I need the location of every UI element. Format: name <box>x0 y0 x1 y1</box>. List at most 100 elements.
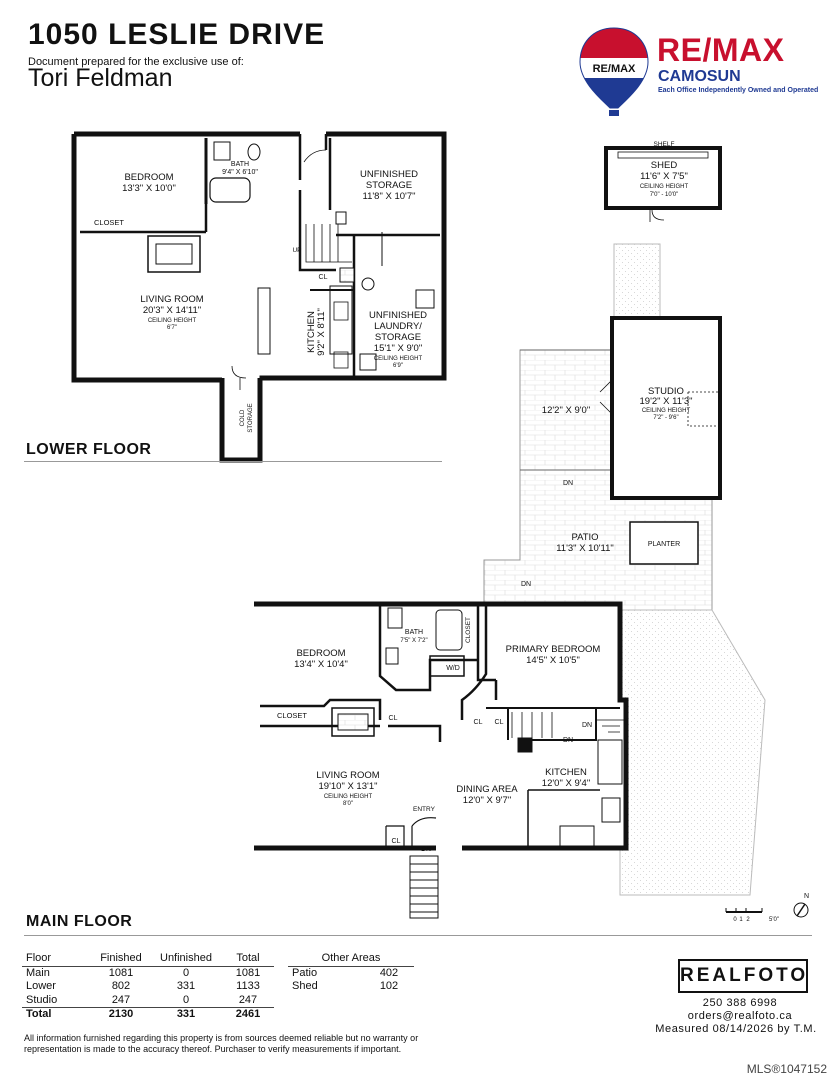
cell: Main <box>26 966 50 979</box>
lower-laundry-name-2: LAUNDRY/ <box>374 321 422 332</box>
main-cl-label-2: CL <box>474 719 483 726</box>
scale-tick-0: 0 <box>733 917 737 923</box>
cell: 1081 <box>235 966 261 979</box>
lower-floor-plan: BEDROOM 13'3" X 10'0" BATH 9'4" X 6'10" … <box>71 131 447 463</box>
yard-dn-label-2: DN <box>521 581 531 588</box>
table-row: Lower 802 331 1133 <box>22 980 274 994</box>
property-address: 1050 LESLIE DRIVE <box>28 18 326 51</box>
north-label: N <box>804 893 809 900</box>
floor-area-table: Floor Finished Unfinished Total Main 108… <box>22 952 274 1022</box>
deck-dims: 12'2" X 9'0" <box>542 405 590 416</box>
lower-bedroom-name: BEDROOM <box>124 172 173 183</box>
cell: 1081 <box>108 966 134 979</box>
main-bedroom-dims: 13'4" X 10'4" <box>294 659 348 670</box>
lower-living-dims: 20'3" X 14'11" <box>143 305 201 316</box>
cell: Shed <box>292 980 318 992</box>
prepared-for-note: Document prepared for the exclusive use … <box>28 56 244 68</box>
north-arrow-icon: N <box>793 893 809 918</box>
scale-tick-5: 5'0" <box>769 917 779 923</box>
remax-office-name: CAMOSUN <box>658 68 741 85</box>
realfoto-email[interactable]: orders@realfoto.ca <box>687 1010 793 1022</box>
dining-area-dims: 12'0" X 9'7" <box>463 795 511 806</box>
lower-kitchen-dims: 9'2" X 8'11" <box>316 308 327 356</box>
lower-floor-rule <box>24 461 442 462</box>
other-areas-header: Other Areas <box>288 952 414 967</box>
planter-label: PLANTER <box>648 541 680 548</box>
main-bath-dims: 7'5" X 7'2" <box>400 638 427 644</box>
main-kitchen-dims: 12'0" X 9'4" <box>542 778 590 789</box>
cell: Lower <box>26 980 56 992</box>
realfoto-phone: 250 388 6998 <box>702 997 778 1009</box>
col-header-finished: Finished <box>92 952 150 967</box>
main-cl-label-4: CL <box>392 838 401 845</box>
table-row: Patio 402 <box>288 966 414 980</box>
main-cl-label-1: CL <box>389 715 398 722</box>
main-living-ceiling: CEILING HEIGHT <box>324 794 373 800</box>
balloon-label: RE/MAX <box>593 63 636 75</box>
cell: 402 <box>379 966 399 979</box>
primary-bedroom-name: PRIMARY BEDROOM <box>506 644 601 655</box>
yard-plan: STUDIO 19'2" X 11'3" CEILING HEIGHT 7'2"… <box>483 243 766 896</box>
lower-closet-label: CLOSET <box>94 218 124 227</box>
lower-laundry-name-3: STORAGE <box>375 332 421 343</box>
cell: 2130 <box>92 1007 150 1022</box>
studio-dims: 19'2" X 11'3" <box>640 396 693 407</box>
shed-height: 7'0" - 10'0" <box>650 192 679 198</box>
cold-storage-label-1: COLD <box>240 409 246 426</box>
lower-bath-name: BATH <box>231 161 249 168</box>
lower-storage-name-1: UNFINISHED <box>360 169 418 180</box>
cell: 247 <box>111 993 131 1006</box>
col-header-floor: Floor <box>22 952 92 967</box>
lower-bath-dims: 9'4" X 6'10" <box>222 169 258 176</box>
disclaimer-text: All information furnished regarding this… <box>24 1033 419 1054</box>
shed-ceiling: CEILING HEIGHT <box>640 184 689 190</box>
main-closet-vertical: CLOSET <box>465 617 472 643</box>
measured-note: Measured 08/14/2026 by T.M. <box>655 1023 817 1035</box>
cell: 331 <box>176 980 196 992</box>
scale-bar: 0 1 2 5'0" <box>725 908 779 923</box>
studio-name: STUDIO <box>648 386 684 397</box>
table-row: Shed 102 <box>288 980 414 994</box>
primary-bedroom-dims: 14'5" X 10'5" <box>526 655 580 666</box>
shed-dims: 11'6" X 7'5" <box>640 171 688 182</box>
lower-living-name: LIVING ROOM <box>140 294 203 305</box>
lower-living-height: 6'7" <box>167 325 177 331</box>
lower-up-label: UP <box>292 247 301 254</box>
patio-name: PATIO <box>571 532 598 543</box>
cold-storage-label-2: STORAGE <box>248 403 254 432</box>
remax-tagline: Each Office Independently Owned and Oper… <box>658 87 819 94</box>
shed-name: SHED <box>651 160 678 171</box>
cell: 1133 <box>236 980 260 992</box>
lower-laundry-ceiling: CEILING HEIGHT <box>374 356 423 362</box>
cell: Total <box>22 1007 92 1022</box>
main-floor-label: MAIN FLOOR <box>26 913 133 930</box>
scale-tick-1: 1 <box>739 917 743 923</box>
col-header-total: Total <box>222 952 274 967</box>
yard-dn-label-1: DN <box>563 480 573 487</box>
cell: 802 <box>111 980 131 992</box>
shed-shelf-label: SHELF <box>654 141 675 148</box>
main-floor-plan: BEDROOM 13'4" X 10'4" BATH 7'5" X 7'2" C… <box>254 601 629 919</box>
main-cl-label-3: CL <box>495 719 504 726</box>
entry-label: ENTRY <box>413 806 436 813</box>
cell: Patio <box>292 966 318 979</box>
lower-laundry-name-1: UNFINISHED <box>369 310 427 321</box>
other-areas-table: Other Areas Patio 402 Shed 102 <box>288 952 414 994</box>
lower-storage-dims: 11'8" X 10'7" <box>363 191 416 202</box>
lower-laundry-height: 6'9" <box>393 363 403 369</box>
lower-living-ceiling: CEILING HEIGHT <box>148 318 197 324</box>
main-living-height: 8'0" <box>343 801 353 807</box>
lower-bedroom-dims: 13'3" X 10'0" <box>122 183 176 194</box>
main-closet-label: CLOSET <box>277 711 307 720</box>
studio-height: 7'2" - 9'6" <box>653 415 678 421</box>
col-header-unfinished: Unfinished <box>150 952 222 967</box>
cell: 0 <box>182 966 190 979</box>
main-bedroom-name: BEDROOM <box>296 648 345 659</box>
lower-cl-label: CL <box>319 274 328 281</box>
mls-number: MLS®1047152 <box>746 1062 827 1076</box>
cell: 0 <box>182 993 190 1006</box>
realfoto-logo: REALFOTO <box>678 959 808 993</box>
cell: 102 <box>379 980 399 992</box>
lower-floor-label: LOWER FLOOR <box>26 441 152 458</box>
table-row: Studio 247 0 247 <box>22 994 274 1008</box>
